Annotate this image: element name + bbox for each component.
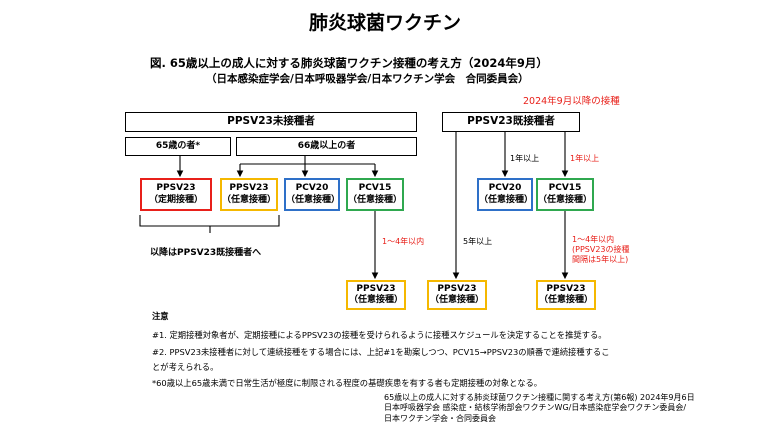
note-1: #1. 定期接種対象者が、定期接種によるPPSV23の接種を受けられるように接種…: [152, 330, 607, 340]
interval-note-2: 間隔は5年以上): [572, 255, 629, 264]
interval-1-4-b-label: 1～4年以内: [572, 235, 615, 244]
footer-line: 65歳以上の成人に対する肺炎球菌ワクチン接種に関する考え方(第6報) 2024年…: [384, 393, 695, 402]
vaccine-name: PCV15: [548, 183, 582, 194]
vaccine-type: （任意接種）: [348, 194, 403, 205]
vaccine-pcv15-right: PCV15 （任意接種）: [536, 178, 594, 211]
interval-1-red-label: 1年以上: [570, 154, 600, 163]
figure-subtitle: 図. 65歳以上の成人に対する肺炎球菌ワクチン接種の考え方（2024年9月）: [150, 56, 548, 70]
footer-line: 日本ワクチン学会・合同委員会: [384, 413, 496, 423]
vaccine-type: （任意接種）: [222, 194, 277, 205]
note-3: *60歳以上65歳未満で日常生活が極度に制限される程度の基礎疾患を有する者も定期…: [152, 378, 543, 388]
vaccine-name: PPSV23: [229, 183, 269, 194]
vaccine-name: PPSV23: [437, 283, 477, 294]
page-title: 肺炎球菌ワクチン: [308, 12, 461, 34]
vaccine-ppsv23-bottom-2: PPSV23 （任意接種）: [427, 280, 487, 310]
note-2-cont: とが考えられる。: [152, 362, 219, 372]
vaccine-ppsv23-optional: PPSV23 （任意接種）: [220, 178, 278, 211]
bracket: [139, 215, 280, 233]
vaccine-type: （定期接種）: [148, 194, 203, 205]
vaccine-name: PCV20: [295, 183, 329, 194]
interval-1-4-label: 1～4年以内: [382, 237, 425, 246]
vaccine-ppsv23-bottom-1: PPSV23 （任意接種）: [346, 280, 406, 310]
interval-1-black-label: 1年以上: [510, 154, 540, 163]
vaccine-type: （任意接種）: [479, 194, 534, 205]
vaccine-name: PPSV23: [156, 183, 196, 194]
header-age66: 66歳以上の者: [236, 137, 417, 156]
societies-label: （日本感染症学会/日本呼吸器学会/日本ワクチン学会 合同委員会）: [206, 73, 529, 85]
header-age65: 65歳の者*: [125, 137, 231, 156]
header-unvaccinated: PPSV23未接種者: [125, 112, 417, 132]
after-routine-label: 以降はPPSV23既接種者へ: [150, 248, 262, 258]
header-vaccinated: PPSV23既接種者: [442, 112, 580, 132]
vaccine-name: PPSV23: [546, 283, 586, 294]
footer-line: 日本呼吸器学会 感染症・結核学術部会ワクチンWG/日本感染症学会ワクチン委員会/: [384, 403, 687, 413]
vaccine-ppsv23-routine: PPSV23 （定期接種）: [140, 178, 212, 211]
vaccine-name: PCV15: [358, 183, 392, 194]
interval-note-1: (PPSV23の接種: [572, 245, 630, 254]
vaccine-type: （任意接種）: [348, 295, 403, 305]
vaccine-type: （任意接種）: [538, 194, 593, 205]
interval-5-label: 5年以上: [463, 237, 493, 246]
notes-heading: 注意: [152, 311, 169, 321]
date-note: 2024年9月以降の接種: [523, 96, 620, 107]
vaccine-type: （任意接種）: [429, 295, 484, 305]
vaccine-type: （任意接種）: [538, 295, 593, 305]
footer-citation: 65歳以上の成人に対する肺炎球菌ワクチン接種に関する考え方(第6報) 2024年…: [384, 393, 764, 424]
vaccine-pcv20-left: PCV20 （任意接種）: [284, 178, 340, 211]
vaccine-type: （任意接種）: [286, 194, 341, 205]
vaccine-ppsv23-bottom-3: PPSV23 （任意接種）: [536, 280, 596, 310]
vaccine-pcv20-right: PCV20 （任意接種）: [477, 178, 533, 211]
vaccine-name: PCV20: [488, 183, 522, 194]
vaccine-name: PPSV23: [356, 283, 396, 294]
vaccine-pcv15-left: PCV15 （任意接種）: [346, 178, 404, 211]
note-2: #2. PPSV23未接種者に対して連続接種をする場合には、上記#1を勘案しつつ…: [152, 347, 610, 357]
